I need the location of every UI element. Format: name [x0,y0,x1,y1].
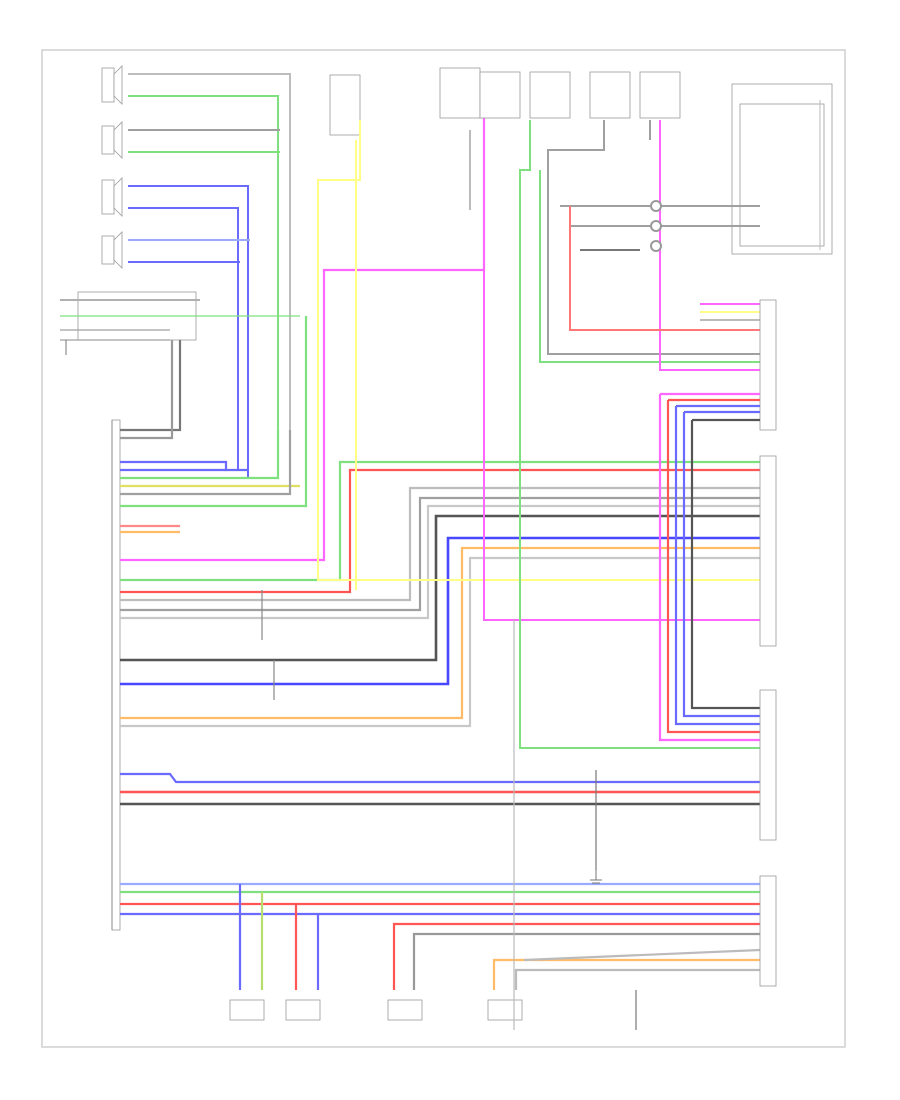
subwoofer-amp [759,875,777,987]
wire-blue-5 [120,460,248,472]
wire-gray-6 [120,504,760,620]
wire-orange-3 [492,958,760,990]
combination-meter-wires [560,200,760,331]
misc-center-wires [261,590,637,1030]
wire-green-7 [539,170,760,363]
wire-green-3 [120,430,280,480]
wire-gray-1 [128,73,291,430]
front-door-speaker-right [101,65,123,105]
wire-orange-2 [120,546,760,720]
rear-door-speaker-right [285,999,321,1021]
ground-symbol [590,870,602,884]
ipdm-connector [759,455,777,647]
wire-gray-12 [412,932,760,990]
wire-green-5 [120,460,760,582]
audio-unit-wires [120,100,760,806]
front-tweeter-right [101,121,123,159]
wire-red-6 [392,922,760,990]
wire-blue-8 [120,772,760,784]
bcm-connector [759,299,777,431]
wire-green-4 [120,316,308,508]
wire-gray-13 [514,968,760,990]
wire-black-1 [120,514,760,662]
wire-red-2 [120,468,760,594]
wire-green-6 [519,120,760,749]
diagram-border [41,49,846,1048]
rear-door-speaker-left [229,999,265,1021]
rear-speaker-wires [120,882,761,990]
top-center-wires [317,120,760,749]
wire-gray-7 [120,556,760,728]
top-center-fuses [329,67,681,136]
wire-yellow-2 [317,120,760,581]
right-subwoofer [487,999,523,1021]
bcm-right-wires [658,392,760,742]
front-tweeter-left [101,231,123,269]
front-speaker-wires [128,73,291,478]
steering-wheel-audio-switch [731,83,833,255]
front-door-speaker-left [101,177,123,217]
wire-blue-2 [128,207,239,470]
wire-gray-4 [120,486,760,602]
wire-gray-14 [523,948,761,962]
wire-blue-1 [128,185,249,478]
wire-green-1 [128,95,279,430]
wire-gray-9 [547,120,760,355]
left-subwoofer [387,999,423,1021]
audio-amp-connector [759,689,777,841]
wire-gray-3 [120,430,292,496]
wire-blue-7 [120,536,760,686]
wire-gray-5 [120,496,760,612]
antenna-connector [60,291,300,355]
audio-unit [111,419,121,931]
wire-red-4 [569,206,760,331]
